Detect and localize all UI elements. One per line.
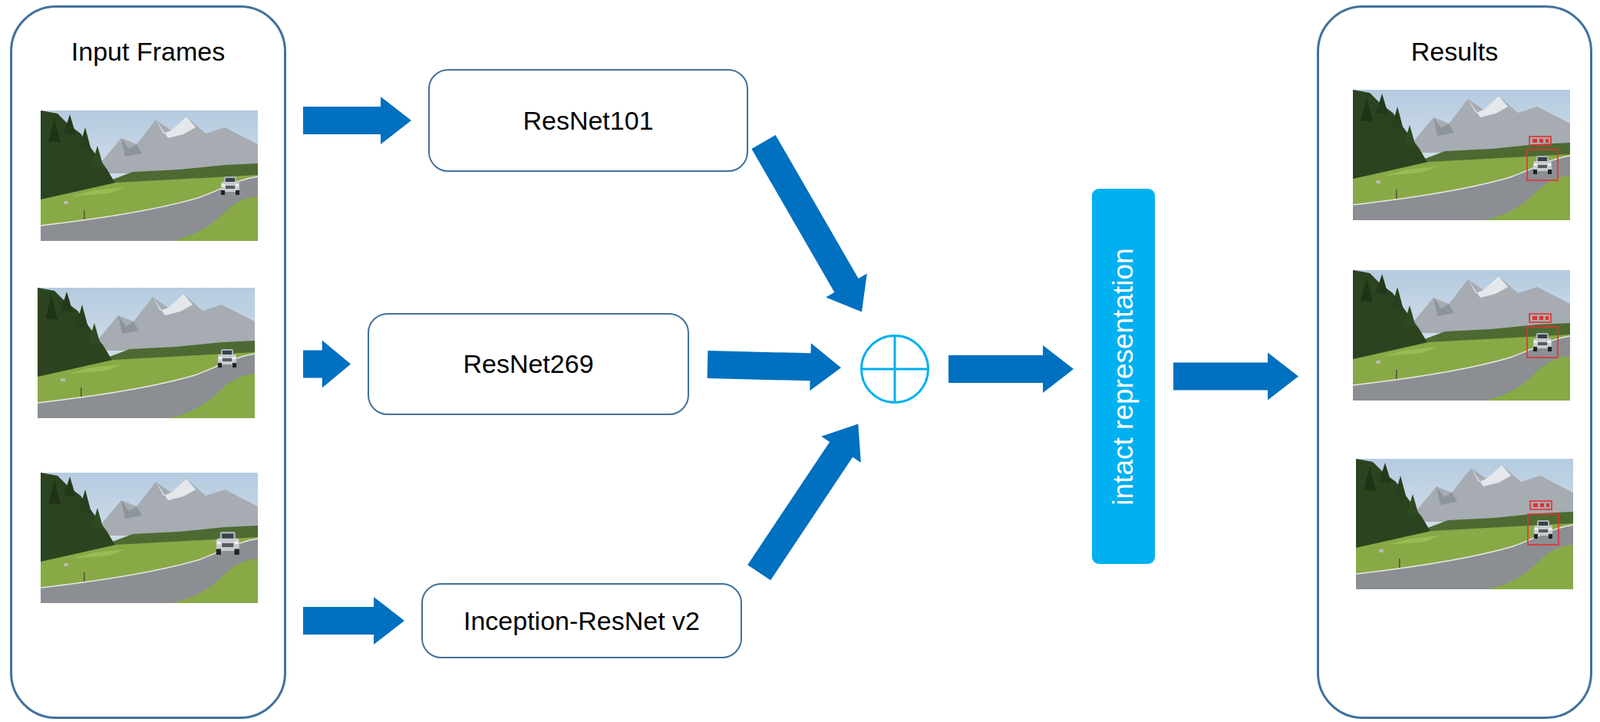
frame-panel: Input Frames — [9, 5, 287, 720]
input-frame — [40, 472, 258, 604]
box-label: Inception-ResNet v2 — [463, 606, 700, 637]
block-arrow — [747, 424, 862, 581]
backbone-box: ResNet269 — [367, 313, 690, 416]
box-label: ResNet269 — [462, 349, 594, 380]
result-frame — [1352, 270, 1571, 401]
input-frame — [37, 287, 255, 419]
panel-heading: Results — [1411, 36, 1498, 67]
block-arrow — [303, 340, 351, 389]
backbone-box: Inception-ResNet v2 — [421, 583, 743, 659]
result-frame — [1352, 89, 1571, 221]
input-frame — [40, 110, 258, 241]
representation-band: intact representation — [1091, 188, 1155, 565]
block-arrow — [948, 345, 1074, 393]
band-label: intact representation — [1107, 247, 1140, 505]
sum-node — [859, 333, 931, 405]
panel-heading: Input Frames — [71, 36, 225, 67]
block-arrow — [303, 96, 412, 145]
result-frame — [1355, 458, 1574, 590]
block-arrow — [303, 597, 405, 645]
frame-panel: Results — [1316, 5, 1593, 720]
backbone-box: ResNet101 — [428, 69, 749, 172]
sum-symbol — [859, 333, 931, 405]
block-arrow — [751, 135, 867, 313]
block-arrow — [1173, 352, 1299, 401]
box-label: ResNet101 — [522, 105, 654, 136]
block-arrow — [707, 343, 842, 391]
